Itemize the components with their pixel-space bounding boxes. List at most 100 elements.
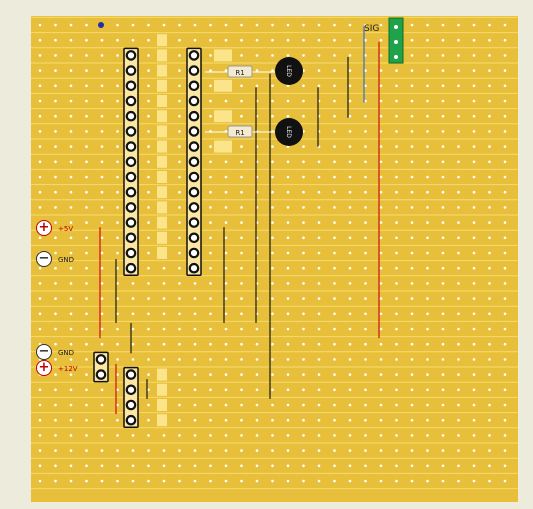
- hole: [457, 388, 460, 392]
- hole: [348, 342, 352, 346]
- hole: [317, 358, 321, 361]
- hole: [147, 297, 150, 300]
- hole: [209, 251, 212, 255]
- hole: [116, 38, 119, 42]
- hole: [472, 403, 476, 407]
- header-pin: [125, 232, 137, 244]
- hole: [488, 282, 491, 285]
- hole: [410, 266, 414, 270]
- hole: [85, 23, 88, 27]
- hole: [457, 358, 460, 361]
- hole: [116, 160, 119, 164]
- hole: [271, 358, 274, 361]
- hole: [85, 464, 88, 468]
- hole: [193, 297, 197, 300]
- hole: [426, 342, 429, 346]
- hole: [410, 388, 414, 392]
- hole: [379, 160, 383, 164]
- hole: [441, 99, 445, 103]
- header-pin: [95, 354, 107, 365]
- hole: [240, 54, 243, 57]
- hole: [395, 464, 398, 468]
- hole: [348, 388, 352, 392]
- resistor-r1-bottom-label: R1: [235, 129, 244, 137]
- hole: [131, 327, 135, 331]
- hole: [333, 418, 336, 422]
- hole: [348, 282, 352, 285]
- hole: [333, 342, 336, 346]
- hole: [333, 327, 336, 331]
- hole: [302, 388, 305, 392]
- hole: [395, 114, 398, 118]
- hole: [100, 266, 104, 270]
- hole: [410, 221, 414, 224]
- hole: [38, 69, 42, 72]
- hole: [317, 266, 321, 270]
- hole: [255, 84, 259, 88]
- hole: [364, 434, 367, 437]
- hole: [441, 418, 445, 422]
- hole: [503, 479, 507, 483]
- hole: [488, 449, 491, 452]
- hole: [162, 342, 166, 346]
- hole: [209, 403, 212, 407]
- hole: [38, 403, 42, 407]
- hole: [426, 449, 429, 452]
- hole: [116, 236, 119, 240]
- pad: [157, 79, 167, 92]
- hole: [395, 342, 398, 346]
- hole: [271, 206, 274, 209]
- hole: [240, 160, 243, 164]
- hole: [116, 479, 119, 483]
- hole: [457, 342, 460, 346]
- hole: [193, 342, 197, 346]
- hole: [100, 479, 104, 483]
- hole: [410, 342, 414, 346]
- hole: [240, 84, 243, 88]
- hole: [410, 236, 414, 240]
- hole: [224, 236, 228, 240]
- hole: [472, 23, 476, 27]
- hole: [54, 342, 57, 346]
- hole: [426, 99, 429, 103]
- hole: [457, 327, 460, 331]
- hole: [286, 251, 290, 255]
- hole: [100, 38, 104, 42]
- hole: [54, 23, 57, 27]
- hole: [426, 54, 429, 57]
- hole: [193, 449, 197, 452]
- hole: [193, 373, 197, 376]
- hole: [38, 434, 42, 437]
- hole: [395, 221, 398, 224]
- hole: [271, 403, 274, 407]
- hole: [333, 23, 336, 27]
- hole: [100, 160, 104, 164]
- hole: [69, 449, 73, 452]
- hole: [271, 160, 274, 164]
- hole: [364, 130, 367, 133]
- transistor-top-label: LED: [285, 65, 292, 77]
- header-pin: [95, 369, 107, 380]
- hole: [333, 160, 336, 164]
- hole: [302, 373, 305, 376]
- gnd-top-label: GND: [58, 256, 75, 264]
- pin-headers: [93, 47, 202, 428]
- hole: [379, 190, 383, 194]
- hole: [333, 99, 336, 103]
- hole: [116, 145, 119, 148]
- header-pin: [125, 414, 137, 426]
- hole: [348, 38, 352, 42]
- hole: [54, 403, 57, 407]
- hole: [472, 84, 476, 88]
- hole: [209, 373, 212, 376]
- hole: [162, 464, 166, 468]
- hole: [441, 342, 445, 346]
- hole: [333, 236, 336, 240]
- hole: [54, 327, 57, 331]
- hole: [147, 327, 150, 331]
- hole: [441, 145, 445, 148]
- hole: [162, 327, 166, 331]
- hole: [193, 327, 197, 331]
- resistor-r1-top: R1: [205, 65, 283, 78]
- hole: [457, 449, 460, 452]
